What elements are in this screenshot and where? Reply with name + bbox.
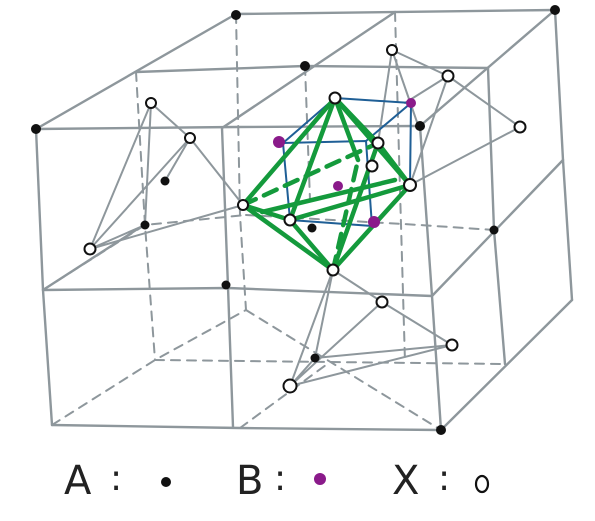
legend-separator-b: :	[274, 458, 286, 499]
legend: A : B : X :	[64, 458, 490, 504]
octa-edge-top-front	[287, 95, 338, 223]
hidden-back-left-vertical	[235, 13, 247, 311]
a-site-atoms	[31, 5, 560, 435]
right-face-vertical-midline	[486, 66, 507, 366]
hidden-bottom-mid	[239, 361, 331, 429]
atom-x	[326, 263, 340, 277]
octa-edge-top-left	[240, 95, 338, 208]
right-face-back-edge	[553, 8, 574, 302]
octa-edge-left-back-hidden	[240, 140, 381, 208]
atom-a	[310, 353, 320, 363]
legend-item-a: A :	[64, 458, 171, 504]
atom-x	[237, 199, 249, 211]
hidden-bottom-right	[245, 309, 442, 431]
octa-edge-right-back	[375, 140, 413, 188]
legend-marker-b	[314, 473, 326, 485]
atom-a	[31, 124, 41, 134]
atom-x	[513, 120, 527, 134]
atom-x	[403, 178, 417, 192]
atom-x	[328, 91, 342, 105]
atom-x	[365, 159, 379, 173]
octa-edge-bottom-back-hidden	[330, 157, 361, 273]
legend-label-x: X	[392, 458, 419, 504]
atom-a	[307, 223, 317, 233]
atom-x	[83, 242, 97, 256]
legend-separator-x: :	[438, 458, 450, 499]
atom-x	[441, 69, 455, 83]
octa-edge-left-right	[259, 177, 398, 215]
front-face-right-edge	[418, 124, 443, 432]
front-face-horizontal-midline	[41, 286, 434, 298]
atom-b	[406, 98, 416, 108]
hidden-bottom-back-edge	[51, 309, 247, 426]
atom-x	[282, 378, 298, 394]
b-site-atoms	[273, 98, 416, 228]
front-face-left-edge	[34, 127, 54, 427]
atom-x	[371, 136, 385, 150]
front-face-bottom-edge	[50, 423, 443, 432]
lower-octahedron-edges	[289, 269, 453, 387]
front-face-vertical-midline	[220, 126, 235, 429]
octa-edge-bottom-left	[240, 202, 336, 273]
atom-a	[415, 121, 425, 131]
atom-a	[489, 225, 499, 235]
atom-a	[160, 176, 170, 186]
legend-label-a: A	[64, 458, 92, 504]
atom-b	[273, 136, 285, 148]
atom-x	[184, 132, 196, 144]
atom-b	[333, 181, 343, 191]
atom-a	[300, 61, 310, 71]
octa-edge-top-bottom-axis	[332, 95, 361, 163]
octa-edge-top-back	[332, 95, 381, 146]
atom-x	[386, 44, 398, 56]
atom-x	[145, 97, 157, 109]
legend-marker-x	[474, 474, 490, 494]
hidden-back-horizontal	[245, 214, 495, 231]
octa-edge-bottom-front	[287, 217, 336, 273]
atom-x	[375, 295, 389, 309]
atom-a	[550, 5, 560, 15]
central-octahedron	[240, 95, 413, 273]
right-face-bottom-edge	[439, 298, 574, 432]
atom-a	[140, 220, 150, 230]
left-octahedron-edges	[89, 102, 244, 250]
top-face-midline-2	[220, 10, 397, 130]
atom-a	[436, 425, 446, 435]
atom-b	[368, 216, 380, 228]
x-site-atoms	[83, 44, 527, 394]
atom-x	[283, 213, 297, 227]
atom-a	[231, 10, 241, 20]
legend-item-b: B :	[236, 458, 326, 504]
atom-a	[221, 280, 231, 290]
legend-item-x: X :	[392, 458, 490, 504]
octa-edge-bottom-right	[330, 182, 413, 273]
inner-cube-top-face	[282, 97, 412, 144]
legend-separator-a: :	[110, 458, 122, 499]
legend-marker-a	[161, 477, 171, 487]
legend-label-b: B	[236, 458, 263, 504]
atom-x	[445, 338, 459, 352]
